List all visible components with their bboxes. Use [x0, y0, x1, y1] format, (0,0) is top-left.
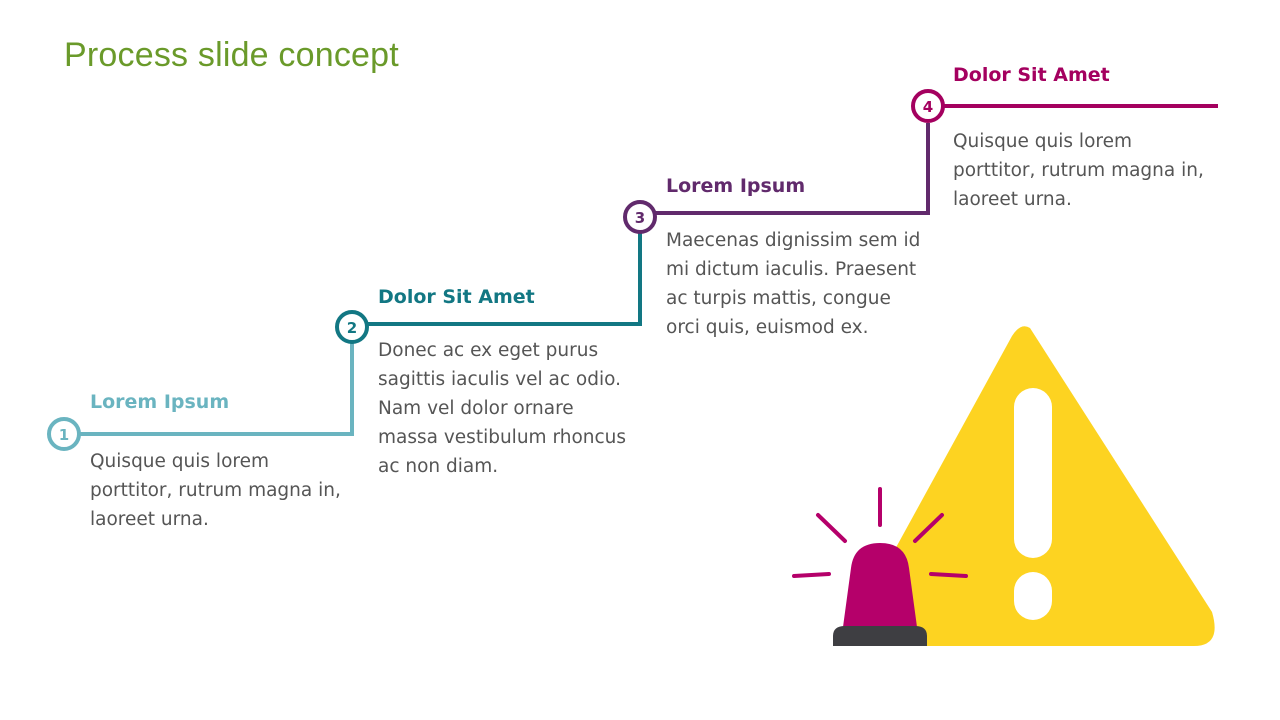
exclamation-dot [1014, 572, 1052, 620]
step-body-1: Quisque quis lorem porttitor, rutrum mag… [90, 451, 341, 530]
connector-line-1 [73, 342, 354, 436]
step-title-1: Lorem Ipsum [90, 391, 230, 413]
exclamation-bar [1014, 388, 1052, 558]
step-body-4: Quisque quis lorem porttitor, rutrum mag… [953, 131, 1204, 210]
step-number-4: 4 [923, 98, 933, 116]
connector-line-3 [649, 123, 930, 215]
siren-rays [792, 487, 968, 578]
step-title-3: Lorem Ipsum [666, 175, 806, 197]
step-title-4: Dolor Sit Amet [953, 64, 1110, 86]
alarm-siren-icon [843, 543, 917, 627]
step-number-3: 3 [635, 209, 645, 227]
warning-alarm-illustration [792, 326, 1215, 646]
step-number-1: 1 [59, 426, 69, 444]
step-marker-4: 4 [911, 89, 945, 123]
step-body-3: Maecenas dignissim sem id mi dictum iacu… [666, 230, 921, 338]
connector-line-2 [361, 232, 642, 326]
step-body-2: Donec ac ex eget purus sagittis iaculis … [378, 340, 627, 477]
step-marker-3: 3 [623, 200, 657, 234]
step-marker-1: 1 [47, 417, 81, 451]
step-title-2: Dolor Sit Amet [378, 286, 535, 308]
step-number-2: 2 [347, 319, 357, 337]
step-marker-2: 2 [335, 310, 369, 344]
siren-base [833, 626, 927, 646]
slide-title: Process slide concept [64, 36, 399, 74]
